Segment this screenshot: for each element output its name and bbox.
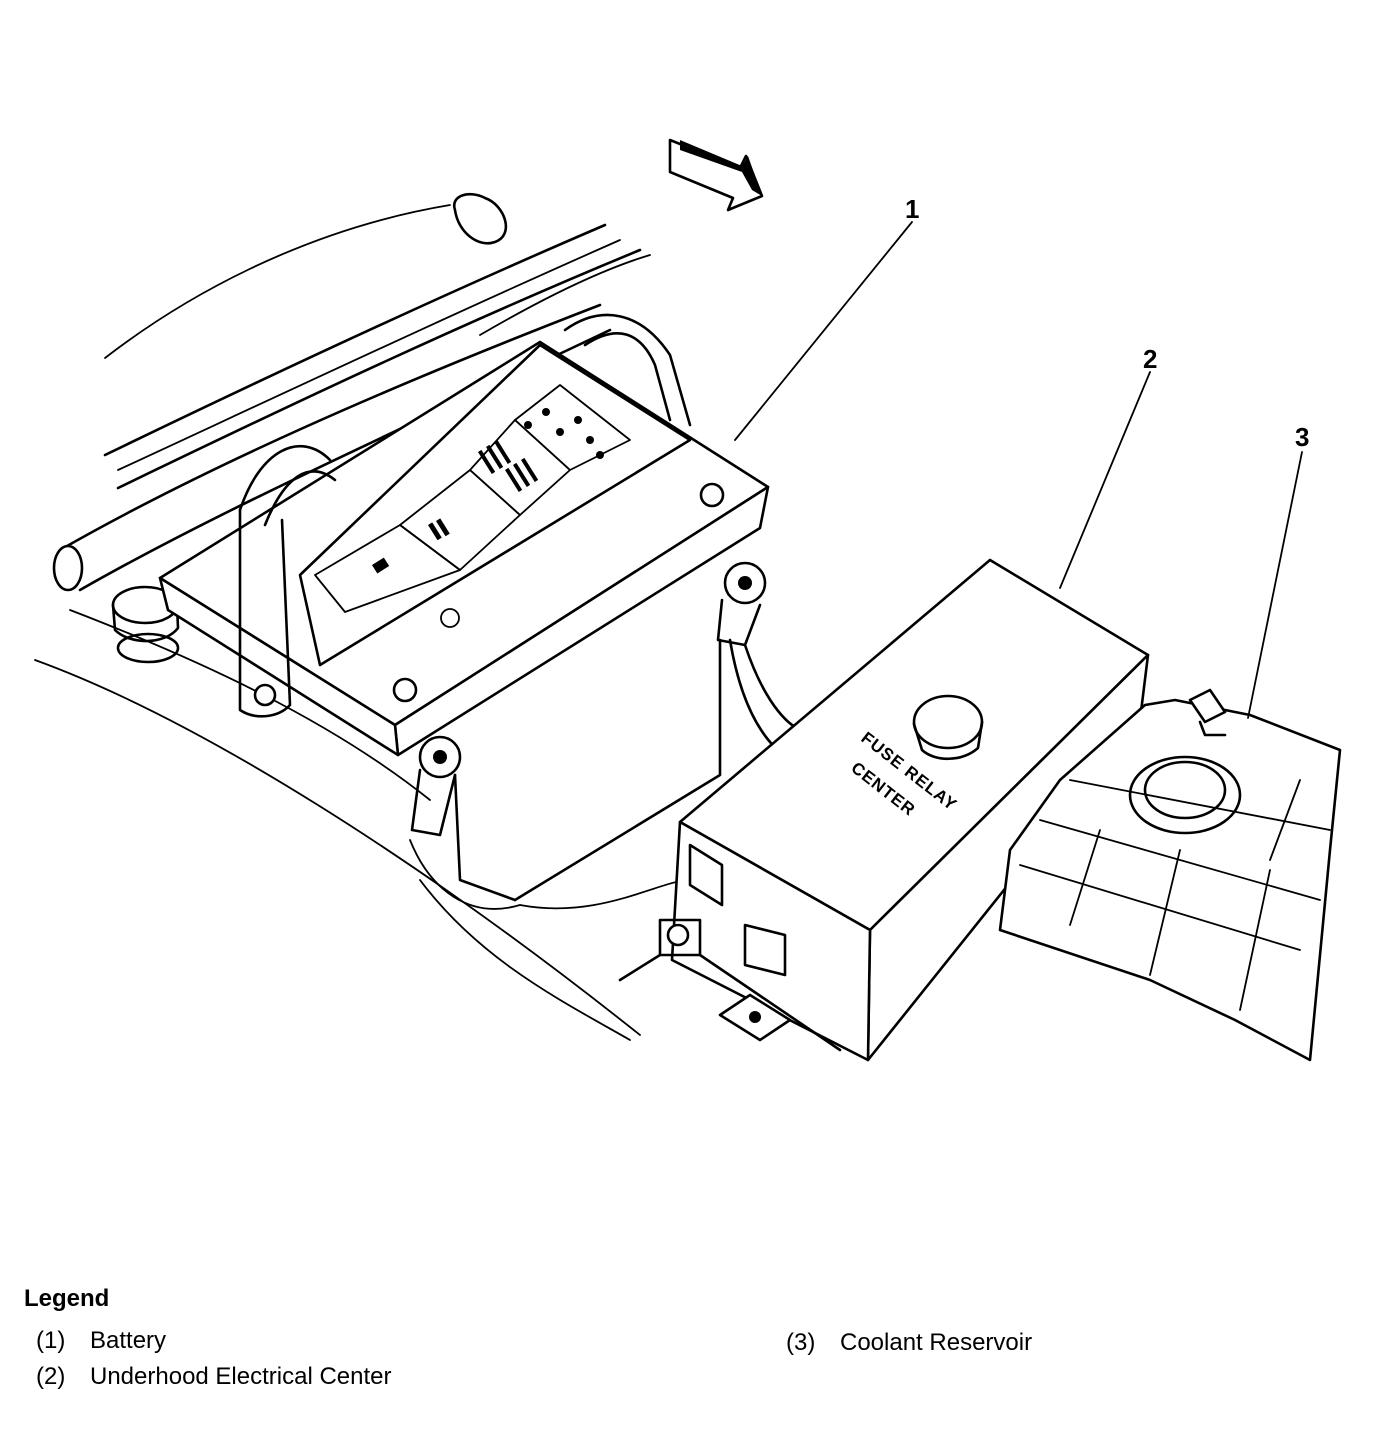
callout-1: 1 (905, 194, 919, 224)
legend-item-underhood-electrical-center: (2) Underhood Electrical Center (36, 1363, 392, 1391)
legend-title: Legend (24, 1285, 110, 1312)
front-direction-arrow-icon (668, 138, 764, 212)
battery-terminal-positive (410, 735, 462, 837)
legend-item-label: Battery (90, 1327, 167, 1354)
legend-item-label: Underhood Electrical Center (90, 1363, 392, 1390)
callout-leaders (734, 221, 1303, 719)
oil-fill-cap (111, 585, 180, 664)
callout-3: 3 (1295, 422, 1309, 452)
callout-2: 2 (1143, 344, 1157, 374)
legend-item-number: (3) (786, 1329, 816, 1356)
coolant-reservoir (998, 688, 1342, 1062)
fuse-center-cap (912, 694, 984, 761)
engine-bay-diagram: FUSE RELAY CENTER 1 2 3 (34, 138, 1342, 1062)
legend-item-coolant-reservoir: (3) Coolant Reservoir (786, 1329, 1032, 1357)
battery (158, 313, 802, 910)
legend-item-number: (2) (36, 1363, 66, 1390)
battery-terminal-negative (716, 561, 767, 647)
legend-item-battery: (1) Battery (36, 1327, 166, 1355)
legend-item-number: (1) (36, 1327, 66, 1354)
legend-item-label: Coolant Reservoir (840, 1329, 1033, 1356)
hood-lines (103, 193, 651, 490)
